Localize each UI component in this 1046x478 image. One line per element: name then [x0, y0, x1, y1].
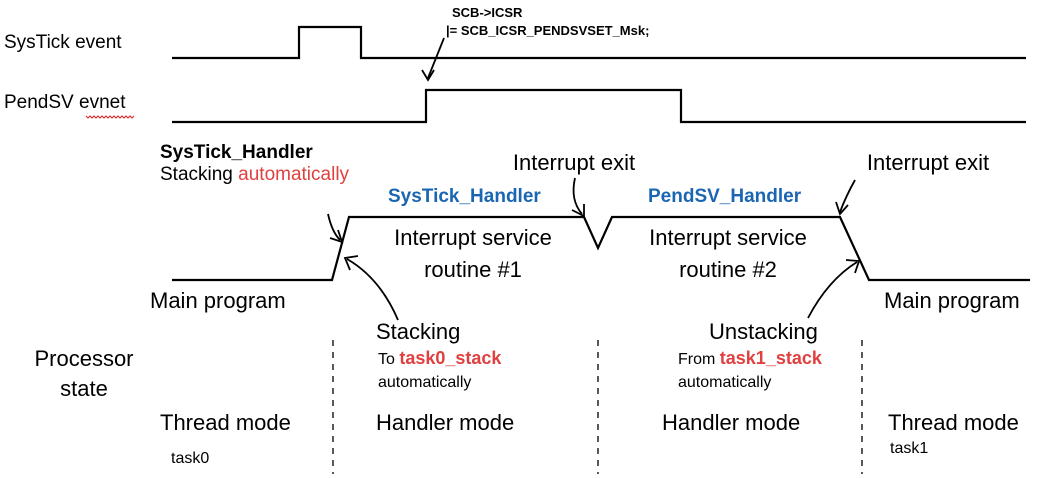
entry-stacking-prefix: Stacking	[160, 164, 238, 185]
stacking-target-text: To task0_stack	[378, 348, 502, 368]
unstacking-arrow	[807, 261, 858, 319]
stacking-arrow	[346, 258, 399, 321]
stacking-suffix: automatically	[378, 374, 471, 391]
interrupt-exit-2-arrow	[839, 179, 856, 213]
stacking-title: Stacking	[376, 319, 460, 344]
code-note-arrow	[427, 37, 445, 79]
unstacking-suffix: automatically	[678, 374, 771, 391]
interrupt-exit-2-label: Interrupt exit	[867, 150, 989, 175]
unstacking-title: Unstacking	[709, 319, 818, 344]
interrupt-exit-1-arrow	[572, 177, 583, 215]
code-note-arrowhead	[421, 69, 435, 82]
entry-arrow	[327, 213, 341, 241]
isr2-handler-label: PendSV_Handler	[648, 186, 802, 207]
entry-arrowhead	[329, 229, 344, 244]
unstacking-source-text: From task1_stack	[678, 348, 823, 368]
stacking-stack-name: task0_stack	[399, 348, 502, 368]
mode-col3-label: Handler mode	[662, 410, 800, 435]
entry-handler-label: SysTick_Handler	[160, 142, 313, 163]
mode-col4-task: task1	[890, 440, 928, 457]
mode-col4-label: Thread mode	[888, 410, 1019, 435]
code-note-line2: |= SCB_ICSR_PENDSVSET_Msk;	[446, 23, 649, 38]
code-note-line1: SCB->ICSR	[452, 5, 523, 20]
processor-state-line1: Processor	[34, 346, 133, 371]
interrupt-exit-1-arrowhead	[571, 204, 585, 218]
isr1-line1: Interrupt service	[394, 225, 552, 250]
execution-waveform	[172, 215, 1030, 282]
main-program-right-label: Main program	[884, 288, 1020, 313]
stacking-arrowhead	[343, 255, 359, 271]
interrupt-exit-2-arrowhead	[835, 201, 849, 216]
isr2-line2: routine #2	[679, 257, 777, 282]
unstacking-arrowhead	[845, 259, 861, 274]
entry-stacking-text: Stacking automatically	[160, 164, 350, 185]
mode-col1-label: Thread mode	[160, 410, 291, 435]
processor-state-line2: state	[60, 376, 108, 401]
pendsv-event-label: PendSV evnet	[4, 92, 126, 113]
unstacking-stack-name: task1_stack	[720, 348, 823, 368]
spellcheck-underline	[85, 115, 135, 119]
interrupt-exit-1-label: Interrupt exit	[513, 150, 635, 175]
main-program-left-label: Main program	[150, 288, 286, 313]
pendsv-event-waveform	[172, 88, 1026, 124]
stacking-prefix: To	[378, 351, 399, 368]
entry-stacking-highlight: automatically	[238, 164, 349, 185]
systick-event-waveform	[172, 25, 1026, 60]
unstacking-prefix: From	[678, 351, 720, 368]
mode-col1-task: task0	[171, 450, 209, 467]
systick-event-label: SysTick event	[4, 32, 122, 53]
isr2-line1: Interrupt service	[649, 225, 807, 250]
mode-col2-label: Handler mode	[376, 410, 514, 435]
isr1-line2: routine #1	[424, 257, 522, 282]
isr1-handler-label: SysTick_Handler	[388, 186, 541, 207]
